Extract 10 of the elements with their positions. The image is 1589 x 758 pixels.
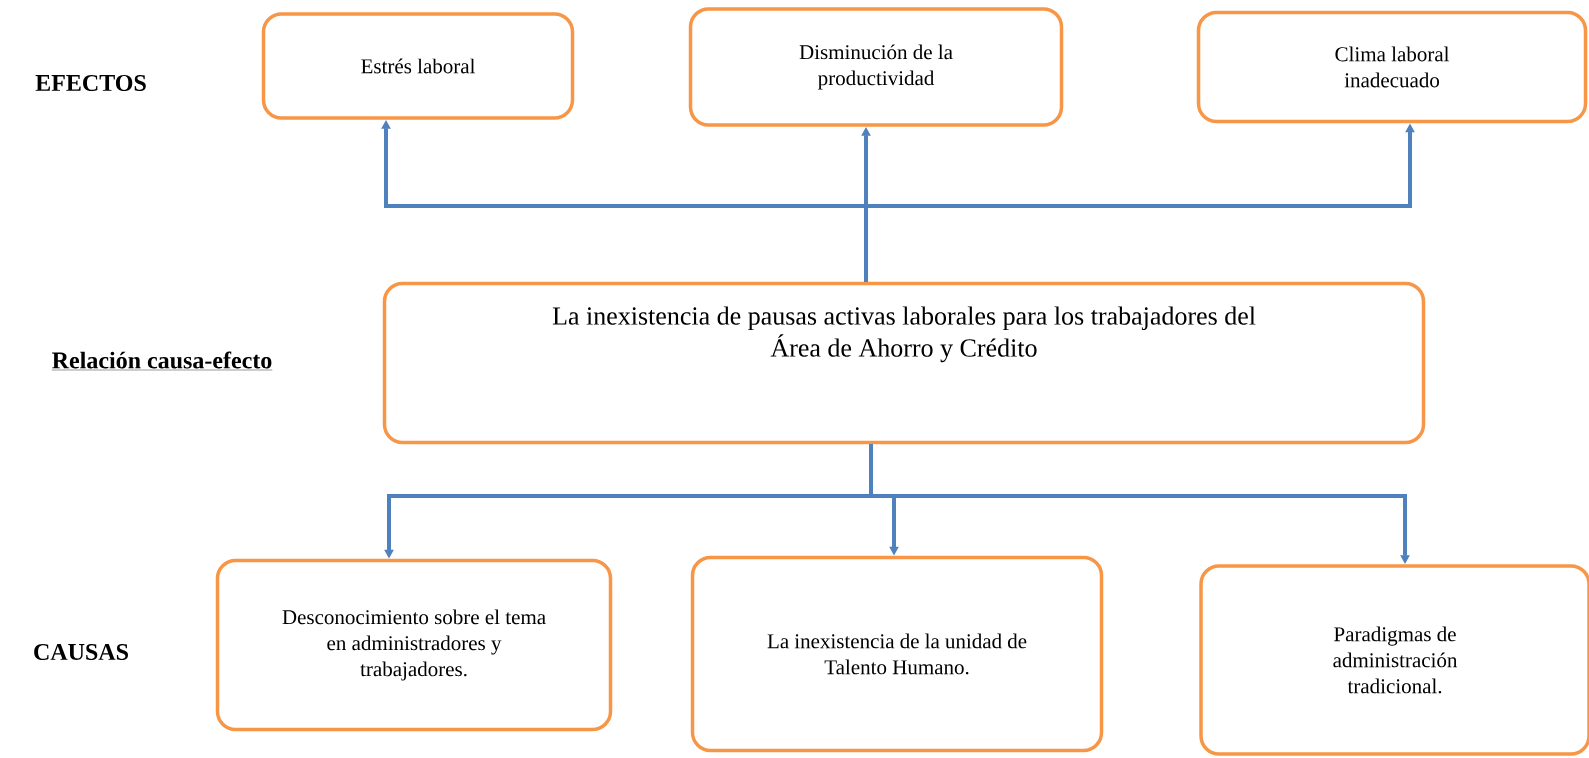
- rounded-box: La inexistencia de pausas activas laborales para los trabajadores del Área de Ahorro y Crédito: [382, 281, 1426, 445]
- section-label: Relación causa-efecto: [51, 351, 273, 371]
- rounded-box: Disminución de la productividad: [688, 7, 1064, 127]
- rounded-box: Clima laboral inadecuado: [1196, 10, 1588, 124]
- section-label: CAUSAS: [34, 643, 128, 661]
- rounded-box: Estrés laboral: [261, 12, 575, 120]
- rounded-box: Desconocimiento sobre el tema en administradores y trabajadores.: [215, 558, 613, 732]
- rounded-box: Paradigmas de administración tradicional.: [1199, 564, 1589, 756]
- section-label: EFECTOS: [35, 74, 146, 92]
- rounded-box: La inexistencia de la unidad de Talento Humano.: [690, 555, 1104, 753]
